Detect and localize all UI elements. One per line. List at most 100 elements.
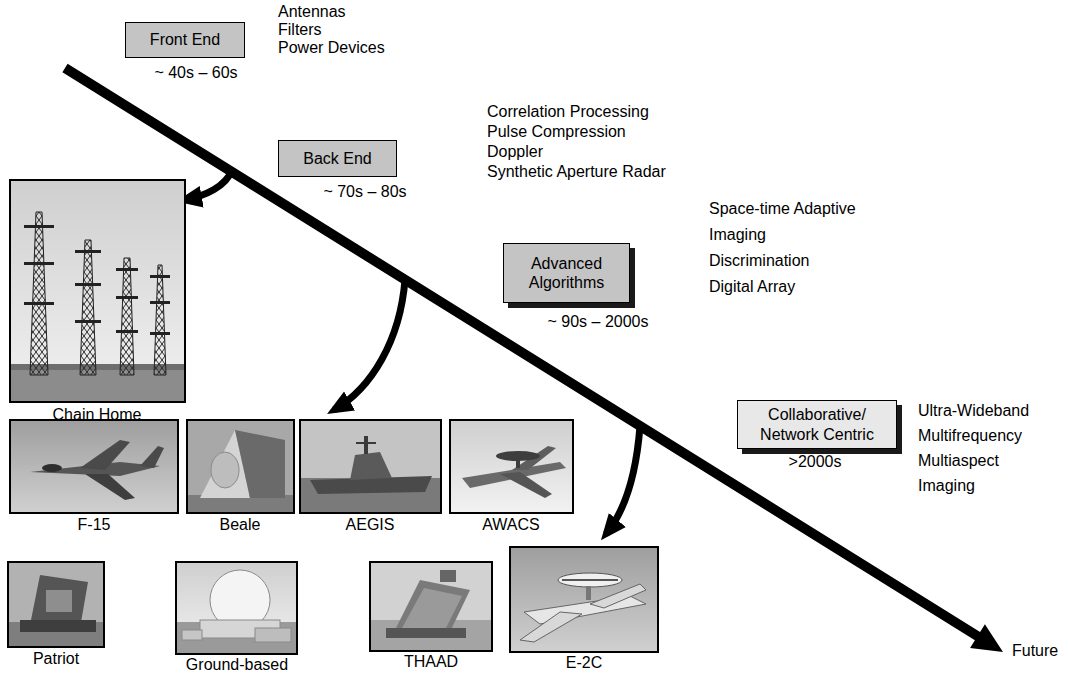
feature-item: Imaging [918, 477, 975, 495]
chain-home-photo [10, 180, 185, 402]
feature-item: Antennas [278, 3, 346, 21]
aegis-photo [356, 442, 376, 444]
chain-home-photo [30, 212, 48, 375]
e2c-photo [562, 579, 618, 581]
aegis-photo [350, 452, 392, 480]
f15-photo [42, 464, 62, 472]
photo-caption: E-2C [566, 654, 602, 672]
awacs-photo [450, 420, 573, 513]
beale-photo [187, 420, 294, 513]
e2c-photo [520, 612, 582, 642]
photo-caption: F-15 [78, 516, 111, 534]
era-box: Advanced Algorithms [503, 243, 630, 303]
aegis-photo [300, 420, 441, 513]
patriot-photo [8, 562, 104, 647]
feature-item: Power Devices [278, 39, 385, 57]
feature-item: Multiaspect [918, 452, 999, 470]
f15-photo [10, 420, 178, 513]
box-label: Collaborative/ Network Centric [744, 405, 890, 443]
feature-item: Multifrequency [918, 427, 1022, 445]
chain-home-photo [75, 283, 101, 286]
awacs-photo [500, 472, 552, 498]
awacs-photo [516, 460, 520, 468]
chain-home-photo [24, 225, 54, 228]
e2c-photo [510, 547, 658, 652]
branch-arrow [334, 280, 405, 410]
thaad-photo [370, 562, 492, 651]
feature-item: Imaging [709, 226, 766, 244]
aegis-photo [300, 420, 441, 513]
ground-based-photo [182, 630, 202, 640]
patriot-photo [46, 590, 72, 612]
ground-based-photo [176, 562, 297, 654]
f15-photo [10, 420, 178, 513]
box-label: Advanced Algorithms [510, 254, 623, 292]
e2c-photo [558, 573, 622, 587]
chain-home-photo [10, 180, 185, 402]
thaad-photo [440, 570, 456, 582]
feature-item: Space-time Adaptive [709, 200, 856, 218]
box-label: Front End [150, 30, 220, 49]
e2c-photo [590, 584, 646, 608]
chain-home-photo [75, 250, 101, 253]
f15-photo [140, 446, 164, 468]
e2c-photo [510, 547, 658, 652]
chain-home-photo [116, 268, 138, 271]
arrow-label: Future [1012, 642, 1058, 660]
chain-home-photo [150, 301, 170, 304]
photo-caption: Chain Home [53, 406, 142, 424]
photo-caption: Ground-based [186, 656, 288, 674]
patriot-photo [8, 562, 104, 647]
thaad-photo [402, 588, 462, 632]
era-label: >2000s [789, 453, 842, 471]
era-label: ~ 90s – 2000s [548, 313, 649, 331]
e2c-photo [586, 586, 591, 600]
chain-home-photo [75, 320, 101, 323]
feature-item: Ultra-Wideband [918, 402, 1029, 420]
chain-home-photo [150, 332, 170, 335]
thaad-photo [370, 562, 492, 651]
photo-caption: AWACS [482, 516, 539, 534]
feature-item: Doppler [487, 143, 543, 161]
chain-home-photo [120, 258, 134, 375]
era-label: ~ 70s – 80s [323, 183, 406, 201]
feature-item: Digital Array [709, 278, 795, 296]
e2c-photo [510, 547, 658, 652]
patriot-photo [8, 562, 104, 647]
beale-photo [187, 420, 294, 513]
e2c-photo [524, 596, 646, 624]
branch-arrow [184, 170, 232, 200]
chain-home-photo [24, 302, 54, 305]
f15-photo [10, 420, 178, 513]
thaad-photo [370, 562, 492, 651]
awacs-photo [496, 451, 540, 461]
beale-photo [187, 420, 294, 513]
photo-caption: AEGIS [346, 516, 395, 534]
ground-based-photo [176, 562, 297, 654]
era-box: Front End [125, 22, 245, 58]
chain-home-photo [116, 330, 138, 333]
era-label: ~ 40s – 60s [154, 64, 237, 82]
f15-photo [80, 440, 130, 470]
f15-photo [85, 474, 135, 500]
chain-home-photo [116, 296, 138, 299]
feature-item: Pulse Compression [487, 123, 626, 141]
aegis-photo [364, 436, 368, 454]
patriot-photo [20, 620, 96, 632]
chain-home-photo [10, 180, 185, 402]
ground-based-photo [176, 562, 297, 654]
box-label: Back End [303, 149, 371, 168]
ground-based-photo [255, 628, 291, 642]
photo-caption: Beale [220, 516, 261, 534]
thaad-photo [395, 580, 470, 636]
chain-home-photo [154, 265, 166, 375]
feature-item: Discrimination [709, 252, 809, 270]
branch-arrow [606, 426, 640, 534]
chain-home-photo [24, 262, 54, 265]
feature-item: Filters [278, 21, 322, 39]
awacs-photo [450, 420, 573, 513]
photo-caption: Patriot [33, 650, 79, 668]
